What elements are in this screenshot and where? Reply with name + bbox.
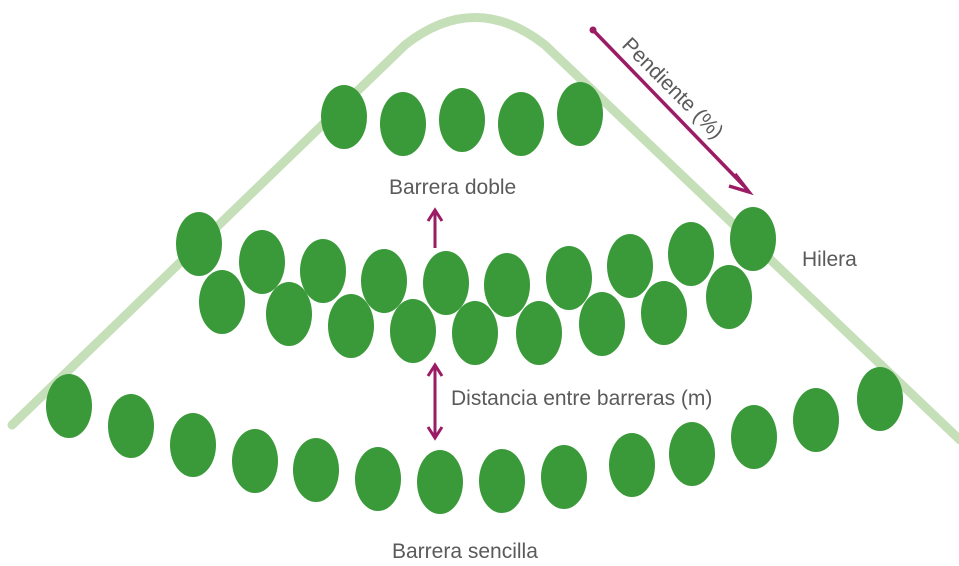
distance-label: Distancia entre barreras (m) — [451, 387, 713, 410]
plant — [361, 249, 407, 313]
distance-arrow — [426, 362, 444, 441]
plant — [498, 92, 544, 156]
plant — [439, 88, 485, 152]
distance-arrow-head-top — [426, 362, 444, 377]
row-label: Hilera — [802, 248, 857, 271]
hill-contour — [7, 13, 959, 445]
plant — [479, 449, 525, 513]
plant — [730, 207, 776, 271]
single-barrier-label: Barrera sencilla — [392, 540, 538, 563]
plant — [390, 299, 436, 363]
plant — [452, 301, 498, 365]
top-plant-row — [321, 82, 603, 156]
plant — [484, 253, 530, 317]
plant — [46, 374, 92, 438]
plant — [380, 92, 426, 156]
plant — [668, 222, 714, 286]
plant — [609, 433, 655, 497]
plant — [266, 282, 312, 346]
plant — [328, 294, 374, 358]
plant — [669, 422, 715, 486]
plant — [516, 301, 562, 365]
plant — [793, 388, 839, 452]
plant — [355, 447, 401, 511]
plant — [706, 265, 752, 329]
plant — [239, 230, 285, 294]
slope-arrow — [589, 26, 754, 196]
slope-arrow-line — [591, 28, 746, 188]
plant — [731, 405, 777, 469]
plant — [293, 438, 339, 502]
plant — [541, 445, 587, 509]
plant — [300, 239, 346, 303]
plant — [199, 270, 245, 334]
plant — [546, 246, 592, 310]
plant — [232, 429, 278, 493]
single-barrier-row — [46, 367, 903, 514]
double-barrier-upper-row — [176, 207, 776, 317]
plant — [579, 292, 625, 356]
plant — [857, 367, 903, 431]
plant — [607, 234, 653, 298]
slope-arrow-head — [728, 172, 754, 196]
plant — [108, 394, 154, 458]
pointer-arrow-head — [426, 207, 444, 222]
plant — [641, 281, 687, 345]
plant — [321, 85, 367, 149]
plant — [170, 413, 216, 477]
distance-arrow-head-bottom — [426, 426, 444, 441]
double-barrier-pointer-arrow — [426, 207, 444, 248]
plant — [417, 450, 463, 514]
plant — [423, 251, 469, 315]
plant — [176, 212, 222, 276]
double-barrier-label: Barrera doble — [389, 176, 517, 199]
double-barrier-lower-row — [199, 265, 752, 365]
plant — [557, 82, 603, 146]
